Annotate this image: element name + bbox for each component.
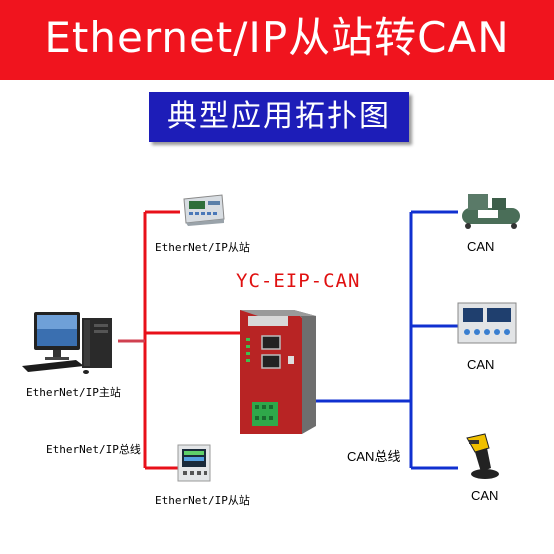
can-bottom-label: CAN (471, 488, 499, 503)
power-meter-icon (177, 444, 211, 482)
controller-panel-icon (457, 302, 517, 344)
computer-icon (22, 312, 112, 374)
can-bus-lines (316, 210, 458, 470)
weighing-indicator-icon (183, 194, 225, 226)
slave-top-label: EtherNet/IP从站 (155, 241, 250, 254)
title-banner: Ethernet/IP从站转CAN (0, 0, 554, 80)
can-bus-label: CAN总线 (347, 449, 401, 464)
ethernet-bus-label: EtherNet/IP总线 (46, 443, 141, 456)
subtitle-box: 典型应用拓扑图 (149, 92, 409, 142)
page-title: Ethernet/IP从站转CAN (44, 13, 510, 62)
can-middle-label: CAN (467, 357, 495, 372)
diagram-subtitle: 典型应用拓扑图 (167, 99, 391, 134)
barcode-scanner-icon (466, 433, 499, 479)
master-label: EtherNet/IP主站 (26, 386, 121, 399)
air-compressor-icon (462, 194, 520, 229)
can-top-label: CAN (467, 239, 495, 254)
ethernet-bus-lines (118, 210, 240, 470)
gateway-name: YC-EIP-CAN (236, 270, 361, 292)
gateway-device-icon (240, 310, 316, 434)
slave-bottom-label: EtherNet/IP从站 (155, 494, 250, 507)
